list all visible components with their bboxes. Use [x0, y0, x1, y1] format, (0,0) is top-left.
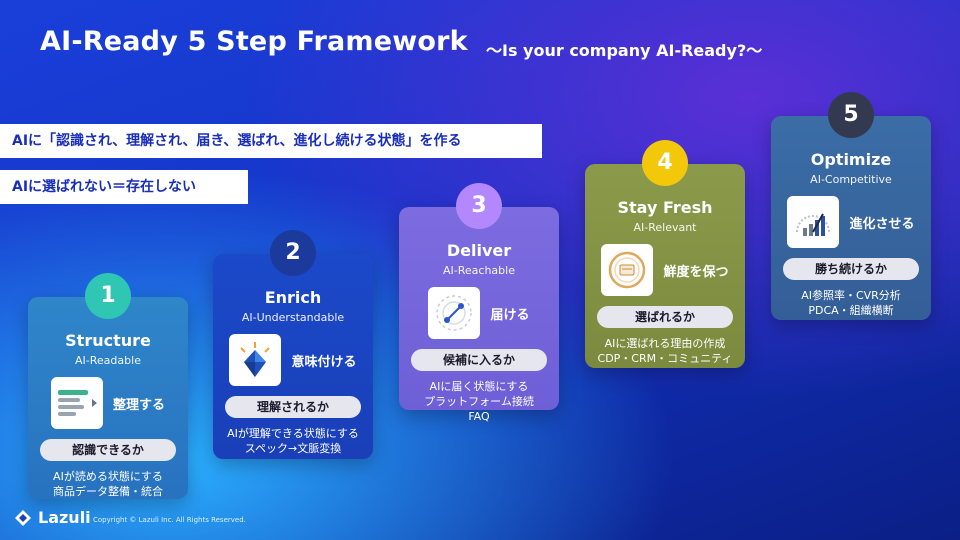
- step-question-pill: 選ばれるか: [597, 306, 733, 328]
- step-description-line: CDP・CRM・コミュニティ: [597, 352, 733, 365]
- step-description-line: AIが理解できる状態にする: [227, 427, 359, 440]
- freshness-icon: [601, 244, 654, 296]
- step-question-pill: 候補に入るか: [411, 349, 547, 371]
- step-description-line: AIに選ばれる理由の作成: [604, 337, 726, 350]
- step-description-line: スペック→文脈変換: [244, 442, 342, 455]
- step-card-deliver: 3 Deliver AI-Reachable 届ける 候補に入るか AIに届く状…: [399, 183, 559, 423]
- step-description: AIに届く状態にする プラットフォーム接続 FAQ: [399, 379, 559, 424]
- logo-text: Lazuli: [38, 508, 91, 527]
- lazuli-logo: Lazuli: [14, 508, 91, 527]
- step-feature-label: 届ける: [490, 307, 530, 323]
- step-description: AIが読める状態にする 商品データ整備・統合: [28, 469, 188, 499]
- step-title: Structure: [65, 331, 151, 350]
- step-question-pill: 認識できるか: [40, 439, 176, 461]
- step-number-badge: 2: [270, 230, 316, 276]
- step-feature: 意味付ける: [213, 334, 373, 386]
- structured-list-icon: [50, 377, 103, 429]
- step-number-badge: 4: [642, 140, 688, 186]
- step-description-line: FAQ: [468, 410, 490, 423]
- step-feature: 届ける: [399, 287, 559, 339]
- step-subtitle: AI-Relevant: [633, 221, 697, 234]
- page-title: AI-Ready 5 Step Framework: [40, 26, 468, 57]
- step-description: AIに選ばれる理由の作成 CDP・CRM・コミュニティ: [585, 336, 745, 366]
- tagline-banner: AIに選ばれない＝存在しない: [0, 170, 248, 204]
- crystal-icon: [229, 334, 282, 386]
- step-question-pill: 理解されるか: [225, 396, 361, 418]
- step-title: Optimize: [810, 150, 892, 169]
- step-feature-label: 鮮度を保つ: [663, 264, 729, 280]
- gauge-icon: [787, 196, 840, 248]
- step-question-pill: 勝ち続けるか: [783, 258, 919, 280]
- step-card-stay-fresh: 4 Stay Fresh AI-Relevant 鮮度を保つ 選ばれるか AIに…: [585, 140, 745, 368]
- step-card-enrich: 2 Enrich AI-Understandable 意味付ける 理解されるか …: [213, 230, 373, 459]
- step-subtitle: AI-Readable: [75, 354, 141, 367]
- step-description-line: プラットフォーム接続: [424, 395, 534, 408]
- step-title: Enrich: [264, 288, 322, 307]
- step-description-line: AIが読める状態にする: [53, 470, 163, 483]
- step-description: AIが理解できる状態にする スペック→文脈変換: [213, 426, 373, 456]
- step-description: AI参照率・CVR分析 PDCA・組織横断: [771, 288, 931, 318]
- step-card-structure: 1 Structure AI-Readable 整理する 認識できるか AIが読…: [28, 273, 188, 499]
- step-description-line: AIに届く状態にする: [429, 380, 529, 393]
- step-description-line: AI参照率・CVR分析: [801, 289, 901, 302]
- lazuli-diamond-icon: [15, 509, 31, 526]
- step-subtitle: AI-Understandable: [241, 311, 345, 324]
- step-number-badge: 1: [85, 273, 131, 319]
- step-number-badge: 3: [456, 183, 502, 229]
- step-feature-label: 整理する: [112, 397, 165, 413]
- step-description-line: 商品データ整備・統合: [53, 485, 163, 498]
- step-description-line: PDCA・組織横断: [808, 304, 894, 317]
- copyright-text: Copyright © Lazuli Inc. All Rights Reser…: [93, 516, 246, 524]
- step-feature: 整理する: [28, 377, 188, 429]
- step-subtitle: AI-Competitive: [810, 173, 892, 186]
- signal-icon: [428, 287, 481, 339]
- step-feature-label: 進化させる: [849, 216, 915, 232]
- step-number-badge: 5: [828, 92, 874, 138]
- step-feature: 鮮度を保つ: [585, 244, 745, 296]
- mission-banner: AIに「認識され、理解され、届き、選ばれ、進化し続ける状態」を作る: [0, 124, 542, 158]
- step-title: Stay Fresh: [617, 198, 713, 217]
- step-feature-label: 意味付ける: [291, 354, 357, 370]
- page-subtitle: 〜Is your company AI-Ready?〜: [486, 41, 763, 60]
- step-subtitle: AI-Reachable: [443, 264, 515, 277]
- step-feature: 進化させる: [771, 196, 931, 248]
- step-card-optimize: 5 Optimize AI-Competitive 進化させる 勝ち続けるか A…: [771, 92, 931, 320]
- step-title: Deliver: [446, 241, 512, 260]
